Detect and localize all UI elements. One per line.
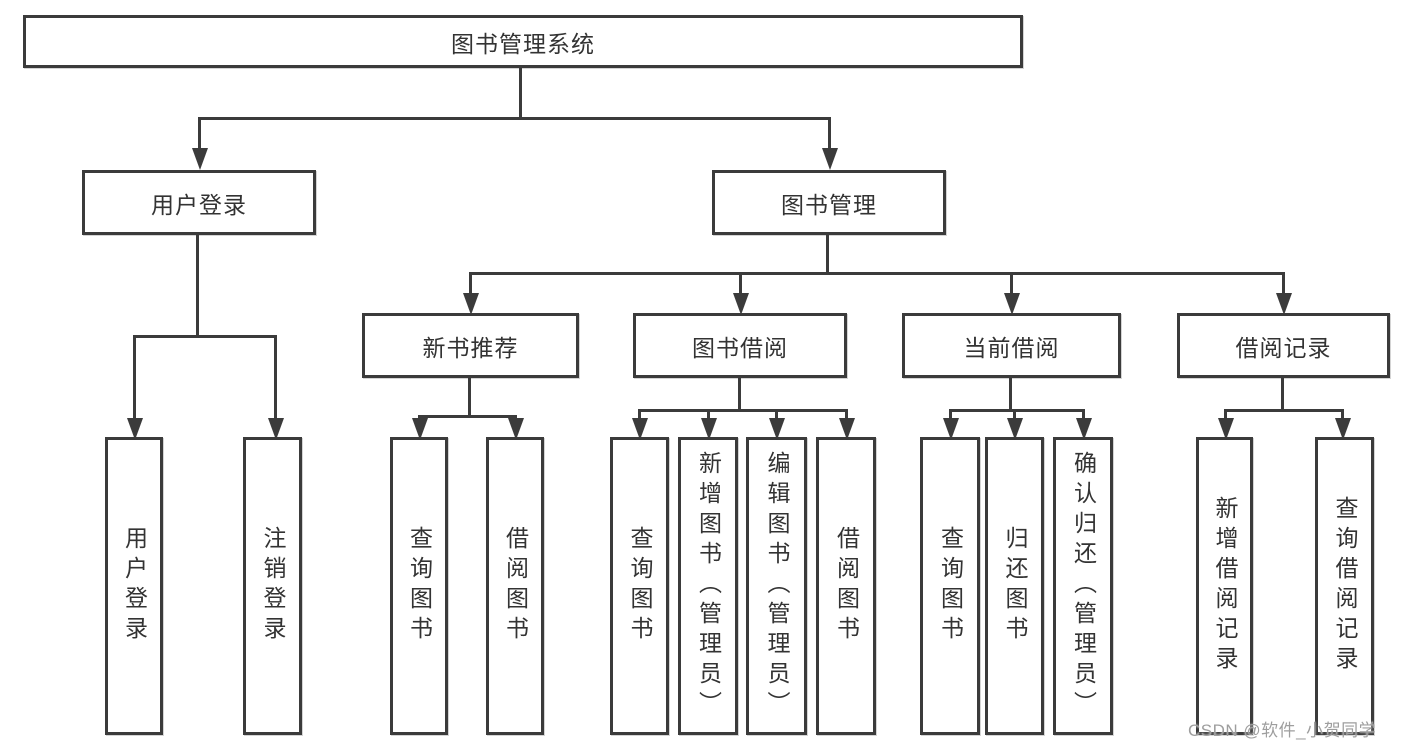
arrow-down-icon-to-book-borrowing xyxy=(739,272,742,293)
arrow-down-icon-to-leaf-confirm-return xyxy=(1082,409,1085,418)
connector-new-book-recommendation-stem xyxy=(468,378,471,418)
node-label: 图书管理 xyxy=(781,191,877,218)
connector-current-borrowing-stem xyxy=(1009,378,1012,412)
leaf-borrow-book: 借阅图书 xyxy=(816,437,876,735)
leaf-label: 新增图书（管理员） xyxy=(695,451,722,721)
arrow-down-icon-to-leaf-borrow-book xyxy=(845,409,848,418)
connector-borrowing-records-stem xyxy=(1281,378,1284,412)
connector-user-login-branch xyxy=(133,335,277,338)
node-book-management: 图书管理 xyxy=(712,170,946,235)
connector-book-management-stem xyxy=(826,235,829,275)
node-borrowing-records: 借阅记录 xyxy=(1177,313,1390,378)
node-label: 用户登录 xyxy=(151,191,247,218)
connector-borrowing-records-branch xyxy=(1224,409,1344,412)
leaf-query-book-current: 查询图书 xyxy=(920,437,980,735)
connector-book-borrowing-branch xyxy=(638,409,848,412)
node-label: 新书推荐 xyxy=(422,334,519,361)
arrow-down-icon-to-leaf-return-book xyxy=(1013,409,1016,418)
leaf-label: 归还图书 xyxy=(1002,526,1028,646)
arrow-down-icon-to-leaf-add-borrow-record xyxy=(1224,409,1227,418)
arrow-down-icon-to-leaf-borrow-book-recommend xyxy=(514,415,517,418)
arrow-down-icon-to-current-borrowing xyxy=(1010,272,1013,293)
node-label: 图书管理系统 xyxy=(451,30,595,57)
leaf-confirm-return-admin: 确认归还（管理员） xyxy=(1053,437,1113,735)
node-label: 借阅记录 xyxy=(1235,334,1332,361)
leaf-user-login: 用户登录 xyxy=(105,437,163,735)
connector-current-borrowing-branch xyxy=(949,409,1085,412)
connector-root-stem xyxy=(519,66,522,118)
node-label: 当前借阅 xyxy=(963,334,1060,361)
leaf-query-book-borrowing: 查询图书 xyxy=(610,437,669,735)
connector-user-login-stem xyxy=(196,235,199,336)
arrow-down-icon-to-borrowing-records xyxy=(1282,272,1285,293)
node-new-book-recommendation: 新书推荐 xyxy=(362,313,579,378)
leaf-label: 查询借阅记录 xyxy=(1332,496,1358,676)
leaf-add-borrow-record: 新增借阅记录 xyxy=(1196,437,1253,735)
arrow-down-icon-to-book-management xyxy=(828,117,831,148)
leaf-query-borrow-record: 查询借阅记录 xyxy=(1315,437,1374,735)
arrow-down-icon-to-leaf-edit-book xyxy=(775,409,778,418)
arrow-down-icon-to-leaf-user-login xyxy=(133,335,136,418)
leaf-label: 注销登录 xyxy=(260,526,286,646)
leaf-logout: 注销登录 xyxy=(243,437,302,735)
leaf-label: 查询图书 xyxy=(627,526,653,646)
node-current-borrowing: 当前借阅 xyxy=(902,313,1121,378)
csdn-watermark: CSDN @软件_小贺同学 xyxy=(1188,721,1377,740)
connector-root-branch xyxy=(198,117,830,120)
arrow-down-icon-to-leaf-query-book-recommend xyxy=(418,415,421,418)
arrow-down-icon-to-leaf-query-book-borrowing xyxy=(638,409,641,418)
connector-new-book-recommendation-branch xyxy=(418,415,517,418)
leaf-borrow-book-recommend: 借阅图书 xyxy=(486,437,544,735)
arrow-down-icon-to-leaf-add-book xyxy=(707,409,710,418)
node-label: 图书借阅 xyxy=(692,334,788,361)
arrow-down-icon-to-leaf-query-borrow-record xyxy=(1341,409,1344,418)
leaf-edit-book-admin: 编辑图书（管理员） xyxy=(746,437,807,735)
arrow-down-icon-to-new-book-recommendation xyxy=(469,272,472,293)
arrow-down-icon-to-leaf-logout xyxy=(274,335,277,418)
connector-book-borrowing-stem xyxy=(738,378,741,412)
leaf-label: 新增借阅记录 xyxy=(1212,496,1238,676)
leaf-label: 借阅图书 xyxy=(833,526,860,646)
leaf-label: 确认归还（管理员） xyxy=(1070,451,1097,721)
leaf-query-book-recommend: 查询图书 xyxy=(390,437,448,735)
leaf-label: 用户登录 xyxy=(121,526,148,646)
node-book-borrowing: 图书借阅 xyxy=(633,313,847,378)
leaf-label: 查询图书 xyxy=(937,526,964,646)
leaf-add-book-admin: 新增图书（管理员） xyxy=(678,437,738,735)
leaf-label: 借阅图书 xyxy=(502,526,529,646)
arrow-down-icon-to-leaf-query-book-current xyxy=(949,409,952,418)
arrow-down-icon-to-user-login xyxy=(198,117,201,148)
node-library-management-system: 图书管理系统 xyxy=(23,15,1023,68)
leaf-return-book: 归还图书 xyxy=(985,437,1044,735)
leaf-label: 查询图书 xyxy=(406,526,433,646)
leaf-label: 编辑图书（管理员） xyxy=(764,451,790,721)
connector-book-management-branch xyxy=(469,272,1285,275)
node-user-login: 用户登录 xyxy=(82,170,316,235)
